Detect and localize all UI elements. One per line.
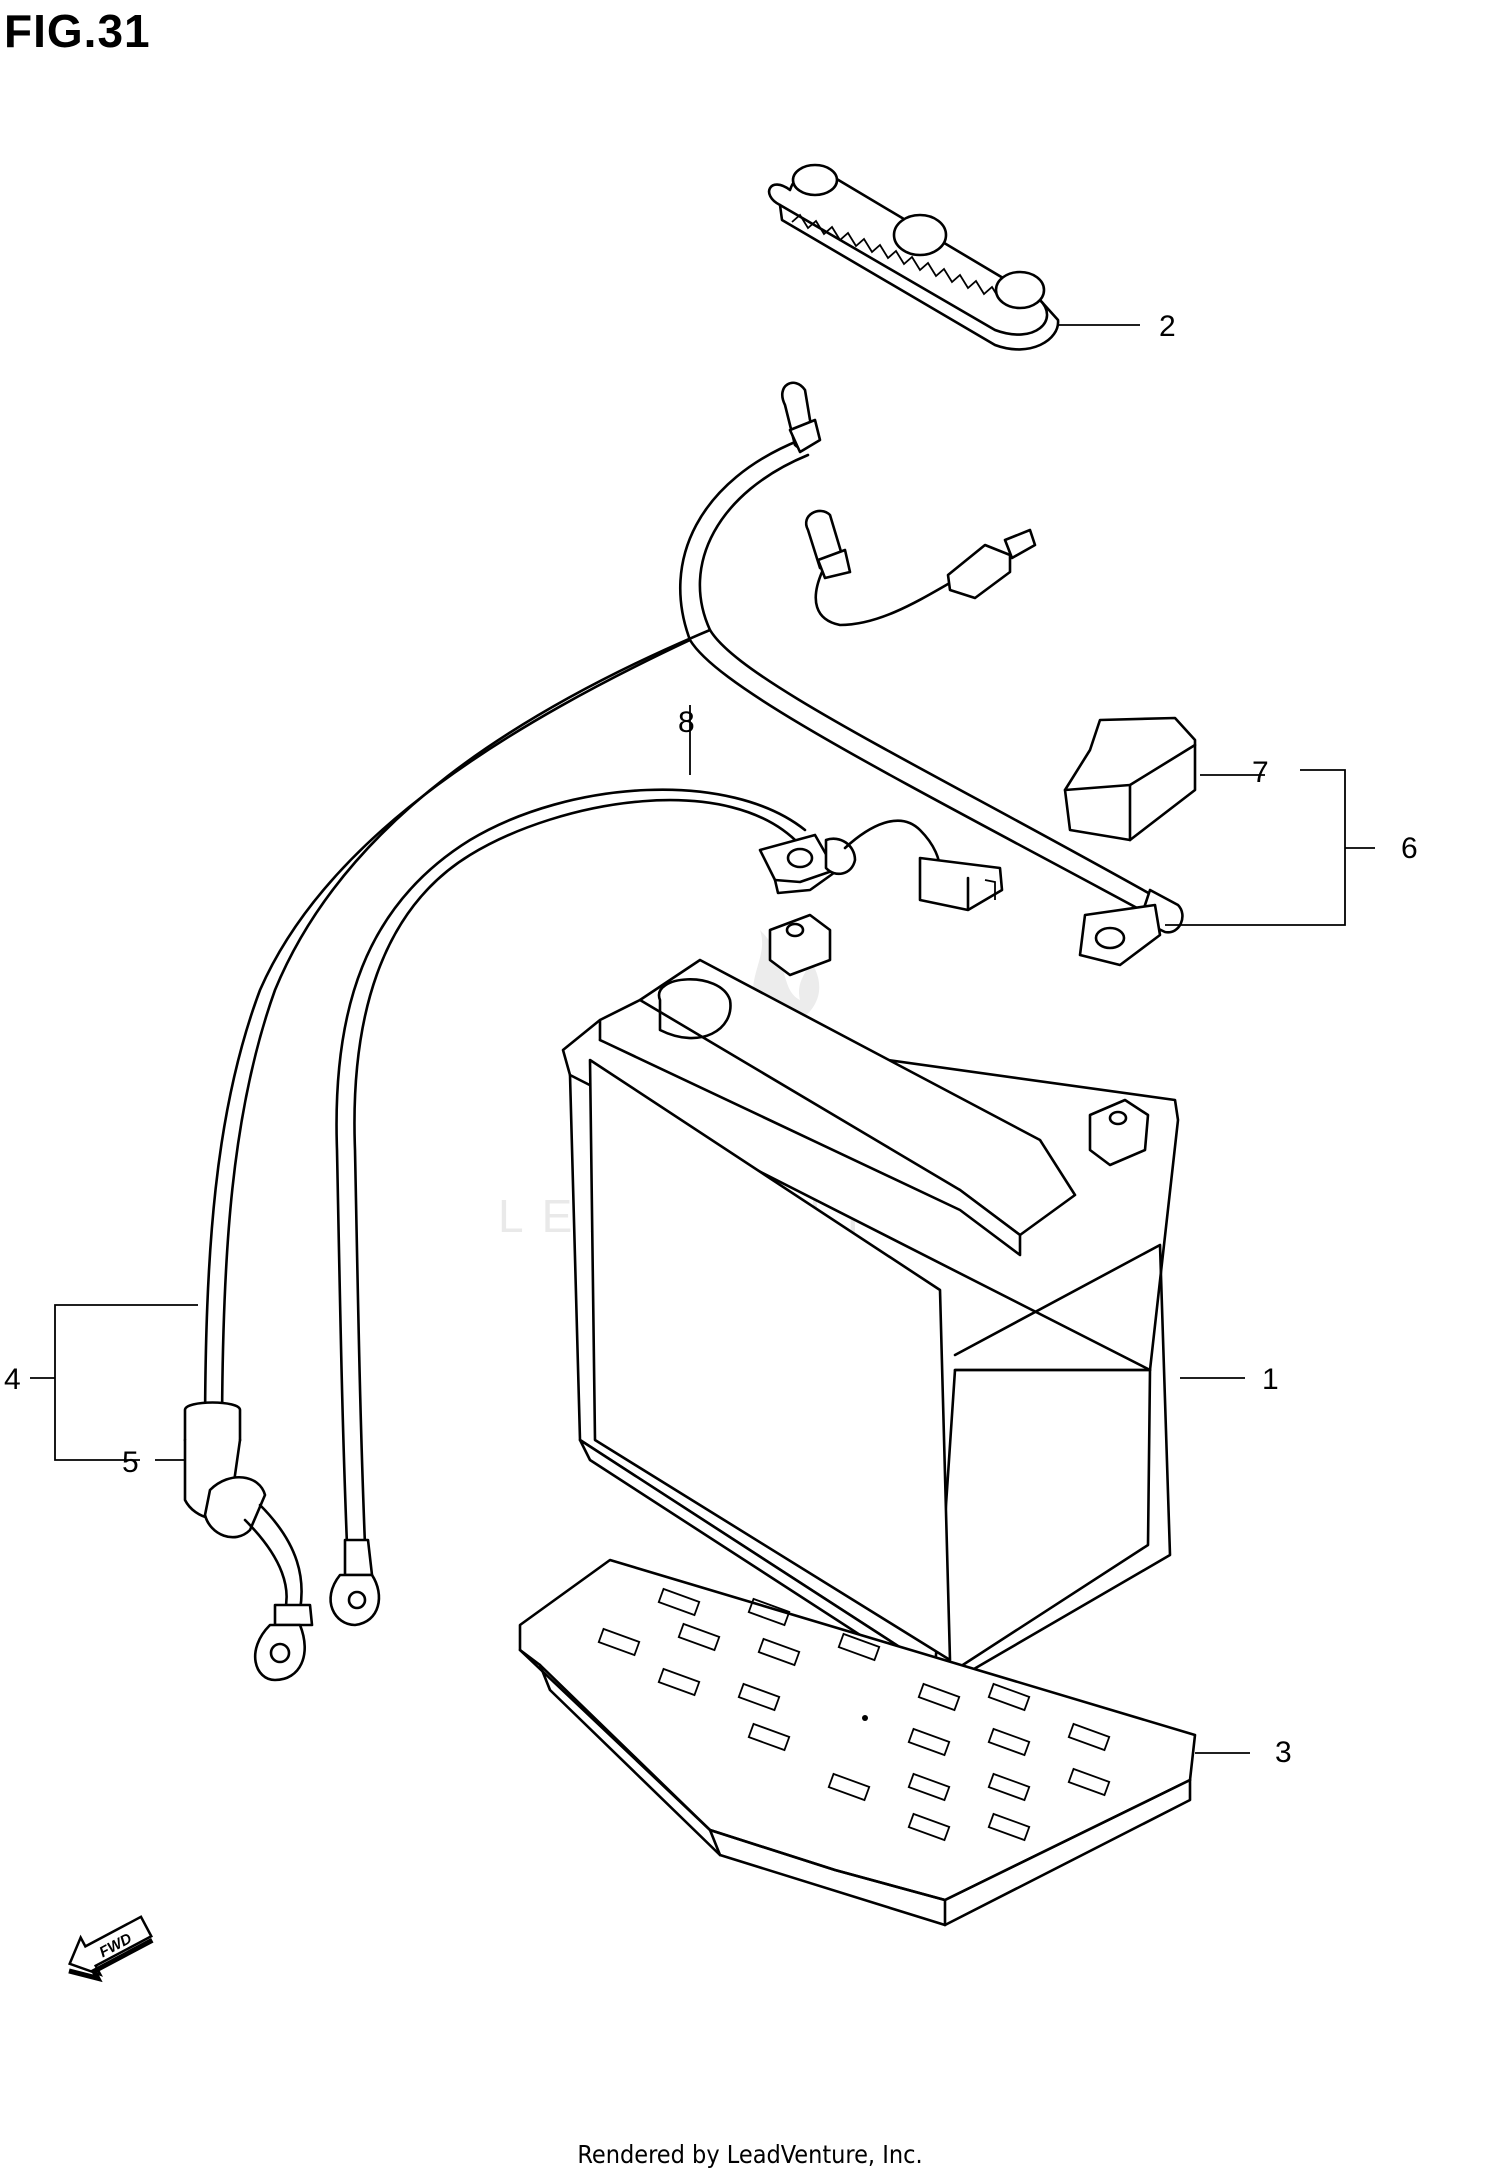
callout-1: 1 (1262, 1363, 1279, 1396)
figure-title: FIG.31 (4, 5, 151, 57)
part-battery-tray[interactable] (518, 1558, 1250, 1927)
callout-8: 8 (678, 706, 695, 739)
callout-3: 3 (1275, 1736, 1292, 1769)
callout-2: 2 (1159, 310, 1176, 343)
callout-6: 6 (1401, 832, 1418, 865)
tray-slots (597, 1587, 1111, 1842)
part-sensor-wire[interactable] (804, 509, 1037, 627)
fwd-arrow-icon: FWD (68, 1915, 154, 1983)
callout-4-5-bracket (30, 1304, 198, 1461)
callout-4: 4 (4, 1363, 21, 1396)
part-cable-positive[interactable] (329, 705, 1004, 1627)
callout-5: 5 (122, 1446, 139, 1479)
callout-6-bracket (1165, 769, 1375, 926)
footer-credit: Rendered by LeadVenture, Inc. (577, 2140, 923, 2169)
part-battery-cover[interactable] (767, 163, 1140, 351)
part-terminal-cap[interactable] (1063, 716, 1265, 842)
callout-7: 7 (1252, 756, 1269, 789)
part-battery[interactable] (561, 913, 1245, 1692)
part-cable-long[interactable] (183, 381, 1184, 1682)
